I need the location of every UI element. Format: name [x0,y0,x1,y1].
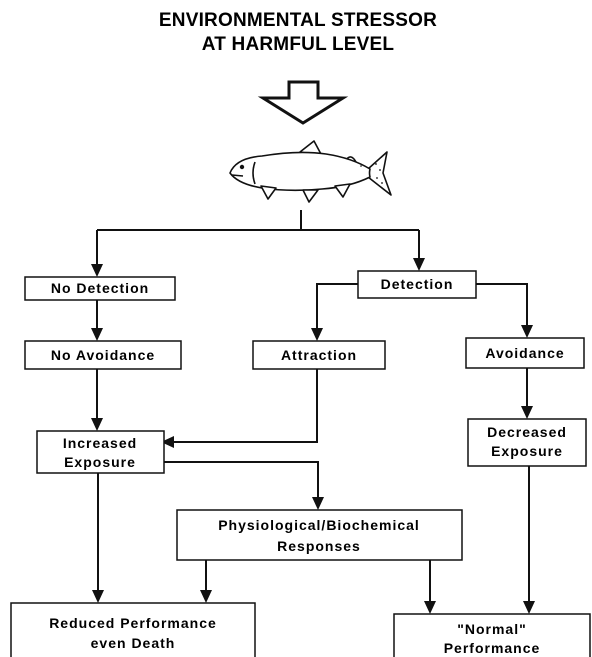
connector-increased-physiological [164,461,319,499]
connectors [96,210,530,603]
arrowhead-increased-exposure-side [161,436,174,448]
node-decreased-exposure: Decreased Exposure [467,418,587,467]
diagram-title-line-2: AT HARMFUL LEVEL [202,34,395,55]
arrowhead-physiological [312,497,324,510]
node-no-avoidance: No Avoidance [24,340,182,370]
arrowhead-no-avoidance [91,328,103,341]
node-physiological-line1: Physiological/Biochemical [218,517,420,533]
node-detection-label: Detection [381,276,454,292]
arrowhead-detection [413,258,425,271]
node-physiological-responses: Physiological/Biochemical Responses [176,509,463,561]
node-attraction: Attraction [252,340,386,370]
arrowhead-normal-right [523,601,535,614]
node-normal-performance-line2: Performance [444,640,541,656]
node-no-avoidance-label: No Avoidance [51,347,155,363]
arrowhead-normal-left [424,601,436,614]
arrowhead-reduced-right [200,590,212,603]
node-normal-performance-line1: "Normal" [457,621,527,637]
diagram-title-line-1: ENVIRONMENTAL STRESSOR [159,10,437,31]
arrowhead-attraction [311,328,323,341]
node-avoidance: Avoidance [465,337,585,369]
arrowhead-decreased-exposure [521,406,533,419]
node-decreased-exposure-line2: Exposure [491,443,563,459]
connector-detection-attraction [316,283,358,330]
node-reduced-performance-line1: Reduced Performance [49,615,217,631]
node-attraction-label: Attraction [281,347,357,363]
node-reduced-performance: Reduced Performance even Death [10,602,256,657]
connector-attraction-increased [172,369,318,443]
node-increased-exposure-line1: Increased [63,435,137,451]
arrowhead-no-detection [91,264,103,277]
node-reduced-performance-line2: even Death [91,635,176,651]
arrowhead-avoidance [521,325,533,338]
node-increased-exposure: Increased Exposure [36,430,165,474]
node-avoidance-label: Avoidance [485,345,564,361]
node-increased-exposure-line2: Exposure [64,454,136,470]
node-detection: Detection [357,270,477,299]
fish-icon [229,140,392,203]
arrowheads [91,258,535,614]
node-no-detection-label: No Detection [51,280,149,296]
node-physiological-line2: Responses [277,538,361,554]
connector-detection-avoidance [476,283,528,327]
arrowhead-reduced-left [92,590,104,603]
arrowhead-increased-exposure-top [91,418,103,431]
node-normal-performance: "Normal" Performance [393,613,591,657]
hollow-down-arrow-icon [257,80,349,125]
node-decreased-exposure-line1: Decreased [487,424,567,440]
node-no-detection: No Detection [24,276,176,301]
